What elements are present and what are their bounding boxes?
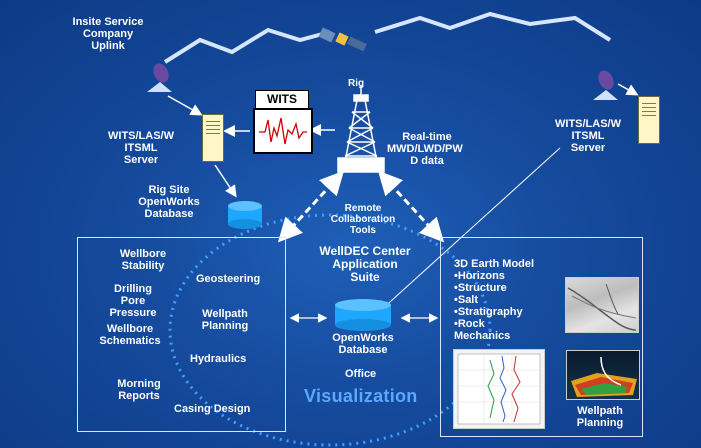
center-title: WellDEC Center Application Suite — [319, 244, 411, 284]
seismic-image — [565, 277, 639, 333]
wellpath-3d-image — [566, 350, 640, 400]
app-geosteering: Geosteering — [196, 273, 261, 285]
app-wellpath-planning: Wellpath Planning — [201, 308, 249, 332]
wellpath-planning-visual-label: Wellpath Planning — [576, 405, 624, 429]
app-wellbore-schematics: Wellbore Schematics — [99, 323, 161, 347]
arrow-server-to-rigdb — [214, 164, 237, 198]
office-label: Office — [345, 368, 377, 380]
rig-label: Rig — [348, 78, 365, 89]
right-visualization-panel — [440, 237, 643, 437]
arrow-rig-to-left — [277, 170, 345, 243]
satellite-icon — [318, 27, 367, 52]
uplink-label: Insite Service Company Uplink — [72, 16, 144, 52]
satellite-dish-right-icon — [593, 70, 618, 100]
app-wellbore-stability: Wellbore Stability — [119, 248, 167, 272]
line-server-to-openworks — [369, 147, 561, 321]
rig-site-database-label: Rig Site OpenWorks Database — [138, 184, 200, 220]
app-drilling-pore-pressure: Drilling Pore Pressure — [109, 283, 157, 319]
wits-monitor-icon — [253, 108, 313, 154]
rig-tower-icon — [337, 85, 385, 173]
app-casing-design: Casing Design — [174, 403, 251, 415]
left-applications-panel — [77, 237, 286, 432]
remote-collaboration-label: Remote Collaboration Tools — [330, 203, 396, 236]
earth-model-list: 3D Earth Model •Horizons •Structure •Sal… — [454, 258, 535, 342]
arrow-dish-left-to-server — [167, 95, 203, 116]
app-morning-reports: Morning Reports — [117, 378, 161, 402]
realtime-data-label: Real-time MWD/LWD/PW D data — [387, 131, 463, 167]
left-server-label: WITS/LAS/W ITSML Server — [108, 130, 174, 166]
right-server-label: WITS/LAS/W ITSML Server — [555, 118, 621, 154]
app-hydraulics: Hydraulics — [190, 353, 247, 365]
rig-site-database-icon — [228, 201, 262, 229]
openworks-database-label: OpenWorks Database — [332, 332, 394, 356]
uplink-signal-right — [374, 11, 612, 42]
uplink-signal-left — [163, 27, 331, 64]
openworks-database-icon — [335, 299, 391, 331]
visualization-label: Visualization — [304, 386, 418, 406]
arrow-dish-right-to-server — [617, 83, 639, 96]
satellite-dish-left-icon — [147, 63, 172, 92]
right-server-icon — [638, 96, 660, 144]
left-server-icon — [202, 114, 224, 162]
wits-label: WITS — [255, 90, 309, 109]
arrow-rig-to-right — [377, 170, 445, 243]
log-plot-image — [453, 349, 545, 429]
